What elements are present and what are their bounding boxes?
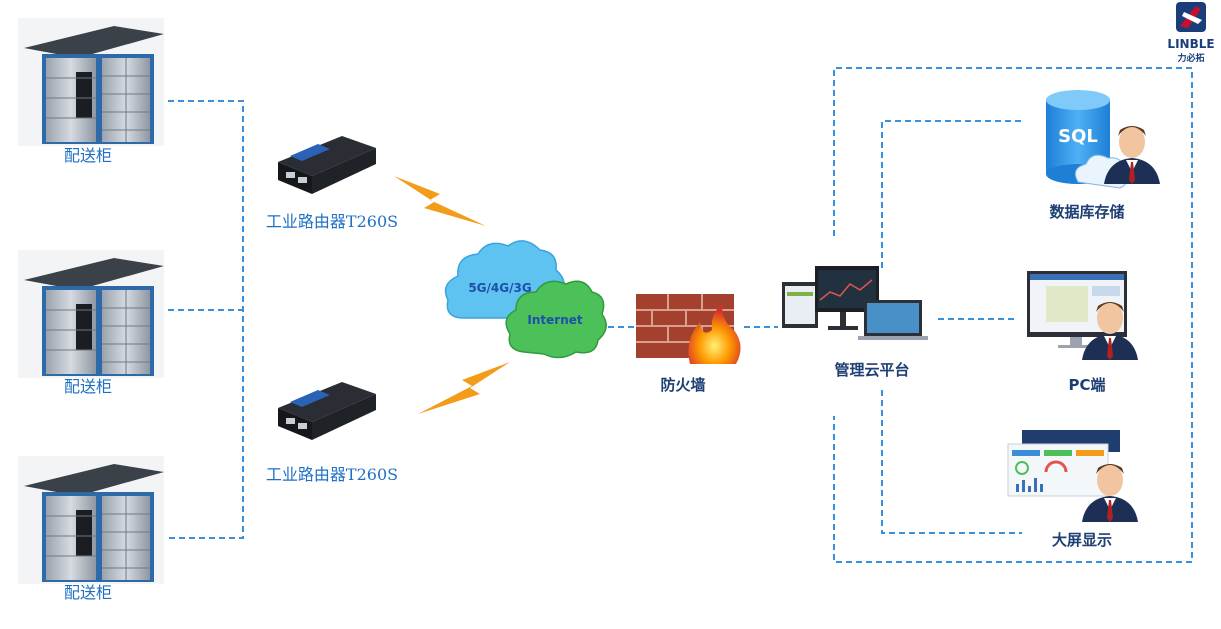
firewall-icon (636, 294, 741, 364)
locker-2-image (17, 249, 165, 379)
bigscreen-endpoint: 大屏显示 (1007, 430, 1138, 549)
pc-endpoint: PC端 (1027, 271, 1138, 394)
locker-2: 配送柜 (17, 249, 165, 396)
router-2-label: 工业路由器T260S (266, 465, 398, 484)
logo-brand-text: LINBLE (1167, 37, 1214, 51)
platform-label: 管理云平台 (834, 361, 909, 379)
connection-lines (168, 67, 1193, 563)
database-label: 数据库存储 (1049, 203, 1124, 221)
locker-bus-line (168, 100, 244, 539)
bigscreen-label: 大屏显示 (1052, 531, 1112, 549)
database-link (881, 120, 1022, 268)
pc-label: PC端 (1068, 376, 1105, 394)
sql-badge: SQL (1058, 126, 1098, 147)
bigscreen-link (881, 390, 1022, 534)
locker-1-image (17, 17, 165, 147)
firewall-label: 防火墙 (660, 376, 705, 394)
locker-3: 配送柜 (17, 455, 165, 602)
locker-2-label: 配送柜 (64, 377, 112, 396)
locker-1-label: 配送柜 (64, 146, 112, 165)
outer-frame-line (833, 67, 1193, 563)
router-1-image (278, 136, 376, 194)
internet-cloud: Internet (505, 280, 607, 359)
cloud-platform: 管理云平台 (782, 266, 928, 379)
locker-3-label: 配送柜 (64, 583, 112, 602)
sql-database-icon: SQL (1046, 90, 1128, 189)
lightning-bolt-icon (418, 362, 510, 414)
lightning-bolt-icon (394, 176, 486, 226)
database-endpoint: SQL 数据库存储 (1046, 90, 1160, 221)
dashboard-screen-icon (1007, 430, 1120, 497)
locker-1: 配送柜 (17, 17, 165, 165)
mobile-network-label: 5G/4G/3G (468, 281, 531, 295)
flame-icon (688, 304, 741, 364)
router-2: 工业路由器T260S (266, 382, 398, 484)
router-2-image (278, 382, 376, 440)
locker-3-image (17, 455, 165, 585)
logo-subtitle-text: 力必拓 (1177, 52, 1204, 64)
router-1-label: 工业路由器T260S (266, 212, 398, 231)
company-logo: LINBLE 力必拓 (1167, 2, 1215, 64)
computer-monitors-icon (782, 266, 928, 340)
firewall: 防火墙 (636, 294, 741, 394)
cloud-icon (505, 280, 607, 359)
person-icon (1104, 126, 1160, 184)
internet-label: Internet (527, 313, 582, 327)
router-1: 工业路由器T260S (266, 136, 398, 231)
